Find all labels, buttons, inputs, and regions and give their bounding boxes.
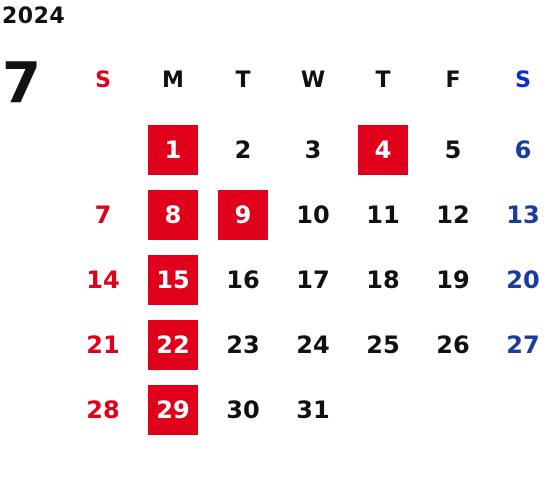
calendar-day-number: 12 (436, 201, 470, 229)
weekday-header-thursday: T (375, 68, 391, 93)
calendar-day[interactable]: 13 (488, 190, 548, 240)
calendar-day[interactable]: 6 (488, 125, 548, 175)
calendar-day-number: 21 (86, 331, 120, 359)
calendar-day-number: 10 (296, 201, 330, 229)
weekday-header-tuesday: T (235, 68, 251, 93)
calendar-month-number: 7 (2, 51, 41, 116)
calendar-day-number: 20 (506, 266, 540, 294)
calendar-day[interactable]: 16 (208, 255, 278, 305)
calendar-day-number: 14 (86, 266, 120, 294)
calendar-day-number: 15 (148, 255, 198, 305)
calendar-day-number: 29 (148, 385, 198, 435)
calendar-day-number: 2 (234, 136, 252, 164)
weekday-header-sunday: S (95, 68, 111, 93)
calendar-day[interactable]: 9 (208, 190, 278, 240)
calendar-day-number: 22 (148, 320, 198, 370)
calendar-day-number: 11 (366, 201, 400, 229)
calendar-day-number: 4 (358, 125, 408, 175)
calendar-day[interactable]: 21 (68, 320, 138, 370)
calendar-day-number: 17 (296, 266, 330, 294)
calendar-day[interactable]: 31 (278, 385, 348, 435)
calendar-day-number: 31 (296, 396, 330, 424)
calendar-day[interactable]: 10 (278, 190, 348, 240)
calendar-day[interactable]: 28 (68, 385, 138, 435)
weekday-header-saturday: S (515, 68, 531, 93)
calendar-day-number: 1 (148, 125, 198, 175)
calendar-day-number: 24 (296, 331, 330, 359)
calendar-day[interactable]: 20 (488, 255, 548, 305)
calendar-day[interactable]: 18 (348, 255, 418, 305)
calendar-day-number: 25 (366, 331, 400, 359)
calendar-day[interactable]: 30 (208, 385, 278, 435)
weekday-header-monday: M (162, 68, 184, 93)
calendar-day[interactable]: 22 (138, 320, 208, 370)
weekday-header-wednesday: W (300, 68, 326, 93)
calendar-day[interactable]: 19 (418, 255, 488, 305)
calendar-day[interactable]: 24 (278, 320, 348, 370)
calendar-day[interactable]: 14 (68, 255, 138, 305)
calendar-day[interactable]: 2 (208, 125, 278, 175)
calendar-day-number: 28 (86, 396, 120, 424)
calendar-day[interactable]: 26 (418, 320, 488, 370)
calendar-day-number: 19 (436, 266, 470, 294)
calendar-day[interactable]: 8 (138, 190, 208, 240)
weekday-header-friday: F (445, 68, 461, 93)
calendar-day-number: 26 (436, 331, 470, 359)
calendar-day[interactable]: 15 (138, 255, 208, 305)
calendar-day-number: 5 (444, 136, 462, 164)
calendar-day-number: 27 (506, 331, 540, 359)
calendar-day[interactable]: 4 (348, 125, 418, 175)
calendar-day-number: 9 (218, 190, 268, 240)
calendar-day[interactable]: 7 (68, 190, 138, 240)
calendar-day[interactable]: 11 (348, 190, 418, 240)
calendar-day-number: 30 (226, 396, 260, 424)
calendar-day-number: 13 (506, 201, 540, 229)
calendar-day-number: 7 (94, 201, 112, 229)
calendar-year: 2024 (2, 4, 66, 29)
calendar-day-number: 6 (514, 136, 532, 164)
calendar-day-number: 3 (304, 136, 322, 164)
calendar-day[interactable]: 1 (138, 125, 208, 175)
calendar-day[interactable]: 25 (348, 320, 418, 370)
calendar-day[interactable]: 5 (418, 125, 488, 175)
calendar-day[interactable]: 12 (418, 190, 488, 240)
calendar-day-number: 23 (226, 331, 260, 359)
calendar-day-number: 16 (226, 266, 260, 294)
calendar-day[interactable]: 3 (278, 125, 348, 175)
calendar-day[interactable]: 23 (208, 320, 278, 370)
calendar-day-number: 8 (148, 190, 198, 240)
calendar-day[interactable]: 17 (278, 255, 348, 305)
calendar-day[interactable]: 27 (488, 320, 548, 370)
calendar-day-number: 18 (366, 266, 400, 294)
calendar-day[interactable]: 29 (138, 385, 208, 435)
